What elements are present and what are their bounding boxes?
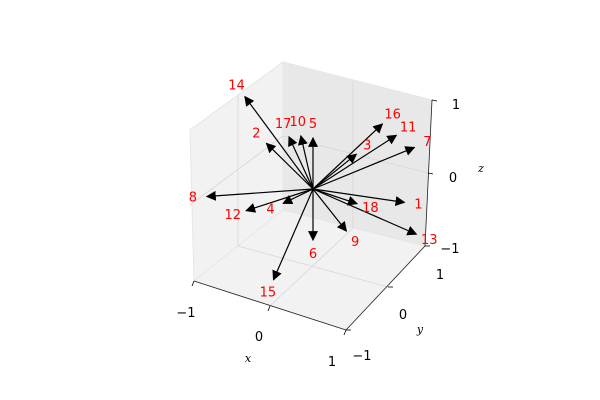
vector-label-4: 4: [266, 203, 274, 218]
vector-label-14: 14: [228, 78, 245, 93]
vector-label-16: 16: [384, 107, 401, 122]
vector-arrow-4: [282, 188, 314, 205]
vector-label-11: 11: [400, 121, 417, 136]
vector-label-18: 18: [362, 201, 379, 216]
vector-label-12: 12: [225, 208, 242, 223]
x-tick-label: 0: [255, 330, 263, 345]
vector-arrow-10: [297, 134, 314, 190]
vector-arrow-13: [312, 188, 418, 236]
z-tick-label: 1: [452, 98, 460, 113]
vector-arrow-9: [312, 188, 348, 232]
y-tick-label: −1: [352, 349, 371, 364]
vector-arrow-15: [272, 188, 314, 281]
vector-label-3: 3: [363, 138, 371, 153]
vector-arrow-16: [312, 123, 384, 190]
vector-arrow-17: [288, 135, 314, 190]
vector-arrow-18: [312, 188, 359, 206]
vector-arrow-11: [312, 134, 398, 190]
vector-label-9: 9: [351, 235, 359, 250]
vector-label-2: 2: [252, 127, 260, 142]
y-tick-labels: −1 0 1: [352, 268, 444, 364]
vector-label-1: 1: [414, 197, 422, 212]
vector-arrow-7: [312, 146, 416, 190]
z-tick-label: −1: [440, 242, 459, 257]
vector-label-10: 10: [289, 115, 306, 130]
vector-arrow-8: [205, 188, 314, 201]
x-tick-labels: −1 0 1: [176, 306, 336, 370]
vector-arrow-1: [312, 188, 406, 207]
tick-marks: [191, 99, 438, 336]
vector-label-8: 8: [189, 190, 197, 205]
vector-label-6: 6: [309, 247, 317, 262]
z-tick-labels: −1 0 1: [440, 98, 460, 257]
vector-arrow-12: [245, 188, 314, 213]
y-tick-label: 1: [436, 268, 444, 283]
vector-label-17: 17: [275, 117, 292, 132]
x-axis-label: x: [245, 352, 252, 365]
vector-arrow-14: [244, 95, 314, 190]
y-axis-label: y: [416, 323, 424, 336]
z-axis-label: z: [477, 162, 484, 175]
vector-arrows: [205, 95, 418, 281]
x-tick-label: 1: [328, 355, 336, 370]
vector-label-13: 13: [421, 233, 438, 248]
vector-arrow-3: [312, 153, 358, 190]
x-tick-label: −1: [176, 306, 195, 321]
vector-label-5: 5: [309, 117, 317, 132]
vector-label-7: 7: [423, 135, 431, 150]
axes-panes: [189, 61, 433, 331]
y-tick-label: 0: [399, 308, 407, 323]
vector-label-15: 15: [260, 286, 277, 301]
z-tick-label: 0: [449, 171, 457, 186]
vector-arrow-2: [265, 142, 314, 190]
